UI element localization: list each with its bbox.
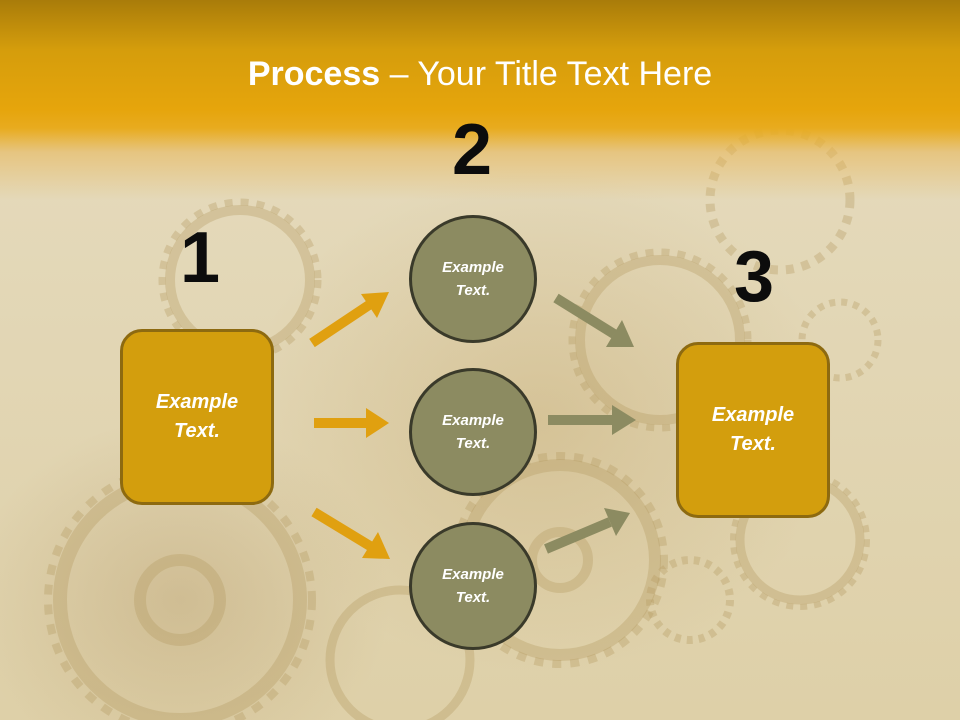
arrow-to-top-circle xyxy=(309,292,389,348)
step-2-middle-text: Example Text. xyxy=(442,412,504,452)
step-2-circle-top[interactable]: Example Text. xyxy=(409,215,537,343)
step-1-number: 1 xyxy=(179,218,221,298)
arrow-to-middle-circle xyxy=(314,408,389,438)
title-bold: Process xyxy=(247,55,381,93)
step-3-number: 3 xyxy=(733,237,775,317)
step-2-circle-bottom[interactable]: Example Text. xyxy=(409,522,537,650)
step-2-top-text: Example Text. xyxy=(442,259,504,299)
arrow-from-top-circle xyxy=(553,293,634,347)
title-rest: – Your Title Text Here xyxy=(380,55,713,93)
arrow-from-bottom-circle xyxy=(544,508,630,554)
step-3-box[interactable]: Example Text. xyxy=(676,342,830,518)
header-band xyxy=(0,0,960,200)
arrow-to-bottom-circle xyxy=(311,507,390,559)
slide-title: Process – Your Title Text Here xyxy=(0,52,960,96)
step-3-text: Example Text. xyxy=(711,404,795,455)
step-2-circle-middle[interactable]: Example Text. xyxy=(409,368,537,496)
arrow-from-middle-circle xyxy=(548,405,636,435)
step-1-text: Example Text. xyxy=(155,391,239,442)
step-1-box[interactable]: Example Text. xyxy=(120,329,274,505)
step-2-bottom-text: Example Text. xyxy=(442,566,504,606)
step-2-number: 2 xyxy=(451,110,493,190)
